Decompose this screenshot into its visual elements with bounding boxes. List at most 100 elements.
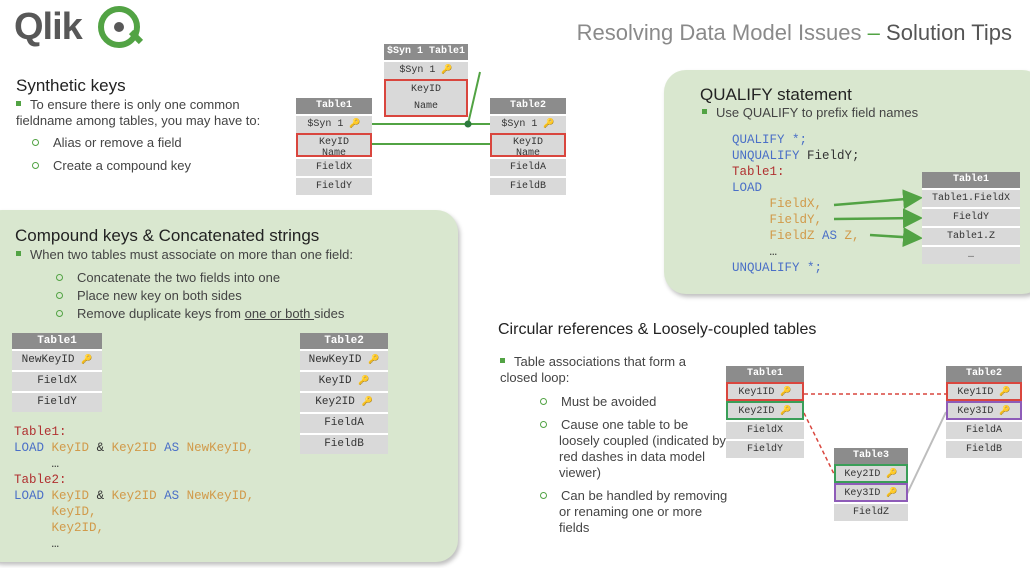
- code-token: AS: [164, 489, 180, 503]
- code-line: FieldY,: [769, 213, 823, 227]
- table-row: Key2ID 🔑: [834, 464, 908, 483]
- circle-bullet-icon: [56, 310, 63, 318]
- bullet-square-icon: [16, 101, 21, 107]
- circular-table2: Table2 Key1ID 🔑 Key3ID 🔑 FieldA FieldB: [946, 366, 1022, 458]
- code-token: Key2ID: [111, 441, 157, 455]
- synthetic-bullet-text: To ensure there is only one common field…: [16, 97, 261, 128]
- table-cell: Key2ID: [844, 469, 881, 480]
- logo-text: Qlik: [14, 6, 83, 48]
- key-icon: 🔑: [368, 355, 380, 365]
- compound-bullet: When two tables must associate on more t…: [16, 247, 353, 263]
- code-token: LOAD: [14, 489, 45, 503]
- compound-table1: Table1 NewKeyID 🔑 FieldX FieldY: [12, 333, 102, 412]
- compound-sub-1-text: Concatenate the two fields into one: [77, 270, 281, 285]
- table-cell: KeyID: [318, 137, 349, 148]
- table-cell: Table1.FieldX: [922, 188, 1020, 207]
- code-line: UNQUALIFY *;: [732, 261, 823, 275]
- circular-table1: Table1 Key1ID 🔑 Key2ID 🔑 FieldX FieldY: [726, 366, 804, 458]
- compound-sub-3-underlined: one or both: [244, 306, 315, 321]
- table-row: $Syn 1 🔑: [296, 114, 372, 133]
- compound-sub-2-text: Place new key on both sides: [77, 288, 242, 303]
- title-main: Resolving Data Model Issues: [576, 20, 862, 45]
- table-cell: FieldY: [922, 207, 1020, 226]
- code-line: QUALIFY *;: [732, 133, 808, 147]
- circle-bullet-icon: [540, 398, 547, 406]
- table-header: Table1: [296, 98, 372, 114]
- syn-table-row: $Syn 1 🔑: [384, 60, 468, 79]
- synthetic-sub-2-text: Create a compound key: [53, 158, 192, 173]
- table-row-keys: KeyID Name: [490, 133, 566, 159]
- logo-q-icon: [98, 6, 140, 48]
- table-row: NewKeyID 🔑: [12, 349, 102, 370]
- code-token: &: [96, 489, 105, 503]
- syn-table-cell: KeyID: [410, 84, 441, 95]
- syn-table-header: $Syn 1 Table1: [384, 44, 468, 60]
- table-cell: Name: [515, 148, 540, 159]
- key-icon: 🔑: [780, 406, 792, 416]
- code-line: FieldX,: [769, 197, 823, 211]
- key-icon: 🔑: [361, 397, 373, 407]
- table-cell: Key3ID: [957, 406, 994, 417]
- code-kw: AS: [822, 229, 838, 243]
- table-cell: Table1.Z: [922, 226, 1020, 245]
- key-icon: 🔑: [358, 376, 370, 386]
- table-cell: Key1ID: [957, 387, 994, 398]
- table-row: KeyID 🔑: [300, 370, 388, 391]
- circle-bullet-icon: [540, 421, 547, 429]
- syn-table-keys: KeyID Name: [384, 79, 468, 117]
- synthetic-sub-2: Create a compound key: [32, 158, 191, 174]
- table-row: Key3ID 🔑: [946, 401, 1022, 420]
- table-header: Table3: [834, 448, 908, 464]
- key-icon: 🔑: [999, 406, 1011, 416]
- qualify-bullet-text: Use QUALIFY to prefix field names: [716, 105, 919, 120]
- table-cell: FieldB: [490, 176, 566, 195]
- table-cell: FieldA: [946, 420, 1022, 439]
- code-kw: UNQUALIFY: [732, 149, 800, 163]
- table-header: Table2: [300, 333, 388, 349]
- compound-code: Table1: LOAD KeyID & Key2ID AS NewKeyID,…: [14, 424, 254, 552]
- bullet-square-icon: [500, 358, 505, 364]
- circular-sub-2-text: Cause one table to be loosely coupled (i…: [559, 417, 726, 480]
- circular-bullet: Table associations that form a closed lo…: [500, 354, 705, 386]
- table-header: Table1: [922, 172, 1020, 188]
- code-token: AS: [164, 441, 180, 455]
- table-cell: FieldZ: [834, 502, 908, 521]
- synthetic-table2: Table2 $Syn 1 🔑 KeyID Name FieldA FieldB: [490, 98, 566, 195]
- table-cell: $Syn 1: [307, 119, 344, 130]
- qualify-code: QUALIFY *; UNQUALIFY FieldY; Table1: LOA…: [732, 133, 860, 275]
- table-row: NewKeyID 🔑: [300, 349, 388, 370]
- syn-table: $Syn 1 Table1 $Syn 1 🔑 KeyID Name: [384, 44, 468, 117]
- key-icon: 🔑: [81, 355, 93, 365]
- code-token: Key2ID,: [51, 521, 105, 535]
- compound-sub-3: Remove duplicate keys from one or both s…: [56, 306, 344, 322]
- table-cell: NewKeyID: [308, 354, 362, 366]
- syn-table-cell: $Syn 1: [399, 65, 436, 76]
- key-icon: 🔑: [886, 469, 898, 479]
- circle-bullet-icon: [56, 292, 63, 300]
- table-cell: …: [922, 245, 1020, 264]
- compound-title: Compound keys & Concatenated strings: [15, 226, 320, 245]
- code-token: Key2ID: [111, 489, 157, 503]
- code-line: …: [769, 245, 778, 259]
- circular-sub-3-text: Can be handled by removing or renaming o…: [559, 488, 728, 535]
- table-row: Key1ID 🔑: [726, 382, 804, 401]
- code-token: …: [51, 457, 60, 471]
- key-icon: 🔑: [349, 119, 361, 129]
- key-icon: 🔑: [543, 119, 555, 129]
- code-line: Table1:: [732, 165, 785, 179]
- qualify-table: Table1 Table1.FieldX FieldY Table1.Z …: [922, 172, 1020, 264]
- compound-sub-1: Concatenate the two fields into one: [56, 270, 280, 286]
- circular-sub-2: Cause one table to be loosely coupled (i…: [540, 417, 729, 481]
- table-row: Key2ID 🔑: [300, 391, 388, 412]
- code-line: LOAD: [732, 181, 763, 195]
- circular-title: Circular references & Loosely-coupled ta…: [498, 321, 817, 338]
- code-token: Table1:: [14, 425, 67, 439]
- page-title: Resolving Data Model Issues – Solution T…: [577, 20, 1012, 46]
- key-icon: 🔑: [780, 387, 792, 397]
- table-header: Table1: [12, 333, 102, 349]
- synthetic-sub-1-text: Alias or remove a field: [53, 135, 182, 150]
- logo-q-dot: [114, 22, 124, 32]
- code-token: NewKeyID,: [186, 489, 255, 503]
- code-token: KeyID: [51, 489, 90, 503]
